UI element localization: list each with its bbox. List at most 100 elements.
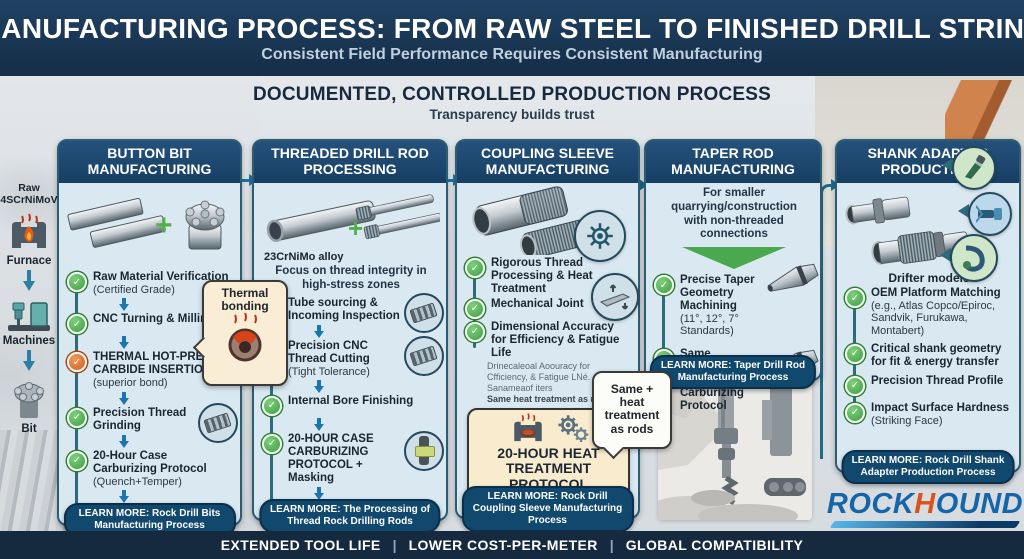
footer-benefit: EXTENDED TOOL LIFE: [220, 537, 381, 553]
furnace-flame-icon: [513, 413, 542, 442]
process-step: ✓ CNC Turning & Milling: [67, 313, 234, 335]
column-title: COUPLING SLEEVE MANUFACTURING: [457, 141, 638, 183]
down-arrow-icon: [119, 489, 129, 503]
page-subtitle: Consistent Field Performance Requires Co…: [261, 45, 763, 63]
check-icon: ✓: [465, 298, 485, 319]
gear-icon: [574, 210, 626, 262]
check-icon: ✓: [465, 321, 485, 342]
process-step: ✓ 20-Hour Case Carburizing Protocol(Quen…: [67, 450, 234, 488]
bit-label: Bit: [21, 423, 37, 436]
footer-separator: |: [609, 537, 614, 553]
process-step: ✓ Critical shank geometry for fit & ener…: [845, 343, 1013, 369]
learn-more-threaded-rods[interactable]: LEARN MORE: The Processing of Thread Roc…: [259, 499, 441, 533]
brand-logo: ROCKHOUND: [826, 490, 1024, 528]
down-arrow-icon: [314, 417, 324, 431]
header-banner: MANUFACTURING PROCESS: FROM RAW STEEL TO…: [0, 0, 1024, 76]
process-step: ✓ Internal Bore Finishing: [262, 395, 440, 416]
alloy-label: 23CrNiMo alloy: [264, 251, 344, 263]
flow-arrowhead: [639, 179, 648, 191]
learn-more-shank-adapter[interactable]: LEARN MORE: Rock Drill Shank Adapter Pro…: [841, 450, 1015, 484]
down-arrow-icon: [314, 324, 324, 338]
process-step: ✓ Raw Material Verification(Certified Gr…: [67, 271, 234, 296]
section-title: DOCUMENTED, CONTROLLED PRODUCTION PROCES…: [252, 84, 772, 105]
column-threaded-rod: THREADED DRILL ROD PROCESSING: [252, 139, 448, 533]
column-title: THREADED DRILL ROD PROCESSING: [254, 141, 446, 183]
down-arrow-icon: [314, 486, 324, 500]
process-step: ✓ Dimensional Accuracy for Efficiency & …: [465, 321, 632, 360]
thread-grinding-icon: [198, 402, 238, 443]
plus-icon: +: [155, 209, 173, 242]
same-heat-label: Same + heat treatment as rods: [604, 382, 660, 436]
pointer-triangle: [942, 158, 953, 172]
process-step: ✓ Precise Taper Geometry Machining(11°, …: [654, 263, 819, 338]
thread-inspection-icon: [404, 292, 444, 333]
coupling-sleeve-hero-image: [465, 185, 632, 259]
flow-connector: [820, 184, 836, 459]
drill-rod-hero-image: +: [262, 185, 442, 257]
brand-text: OUND: [935, 488, 1024, 520]
footer-separator: |: [392, 537, 397, 553]
gears-icon: [557, 415, 588, 443]
column-title: BUTTON BIT MANUFACTURING: [59, 141, 240, 183]
drill-tool-icon: [952, 146, 996, 190]
check-icon: ✓: [67, 407, 87, 428]
column-coupling-sleeve: COUPLING SLEEVE MANUFACTURING: [455, 139, 640, 532]
striker-tool-icon: [968, 192, 1012, 236]
column-taper-rod: TAPER ROD MANUFACTURING For smaller quar…: [644, 139, 822, 412]
column-intro: Focus on thread integrity in high-stress…: [275, 265, 427, 291]
drill-bit-icon: [14, 382, 44, 419]
drifter-models-label: Drifter models: [888, 271, 970, 285]
check-icon: ✓: [465, 258, 485, 278]
thread-cutting-icon: [404, 335, 444, 376]
down-arrow-icon: [119, 391, 129, 405]
step-connector-line: [662, 284, 665, 401]
process-step: ✓ Rigorous Thread Processing & Heat Trea…: [465, 257, 632, 296]
thermal-bonding-label: Thermal bonding: [221, 286, 269, 314]
drill-rig-photo: [658, 370, 812, 520]
furnace-label: Furnace: [6, 255, 52, 268]
process-step: ✓ Tube sourcing & Incoming Inspection: [262, 292, 444, 333]
thermal-bonding-callout: Thermal bonding: [192, 280, 288, 386]
process-steps: ✓ Tube sourcing & Incoming Inspection ✓ …: [262, 292, 444, 528]
column-title: TAPER ROD MANUFACTURING: [646, 141, 820, 183]
check-icon: ✓: [845, 288, 865, 308]
fine-print: Drinecaleoal Aoouracy for Cfficiency, & …: [487, 360, 591, 393]
brand-swoosh: [829, 521, 1021, 528]
process-step: ✓ OEM Platform Matching(e.g., Atlas Copc…: [845, 287, 1013, 337]
learn-more-taper-rod[interactable]: LEARN MORE: Taper Drill Rod Manufacturin…: [649, 355, 817, 389]
machines-label: Machines: [2, 335, 56, 348]
pointer-triangle: [958, 204, 969, 218]
check-icon: ✓: [262, 433, 282, 454]
hook-tool-icon: [950, 234, 998, 282]
step-connector-line: [75, 281, 78, 531]
check-icon: ✓: [262, 395, 282, 416]
process-step: ✓ 20-HOUR CASE CARBURIZING PROTOCOL + Ma…: [262, 430, 444, 485]
thermal-bonding-illustration: [228, 312, 262, 362]
learn-more-coupling-sleeve[interactable]: LEARN MORE: Rock Drill Coupling Sleeve M…: [461, 486, 634, 532]
furnace-icon: [12, 213, 46, 249]
fine-print: Same heat treatment as rods.: [487, 394, 613, 405]
process-steps: ✓ Precise Taper Geometry Machining(11°, …: [654, 263, 819, 413]
down-arrow-icon: [23, 350, 35, 372]
masking-icon: [404, 430, 444, 471]
brand-text: ROCK: [826, 488, 915, 520]
check-icon: ✓: [67, 450, 87, 471]
down-arrow-icon: [119, 336, 129, 350]
process-steps: ✓ OEM Platform Matching(e.g., Atlas Copc…: [845, 287, 1013, 427]
pointer-triangle: [940, 248, 951, 262]
process-step: ✓ Mechanical Joint: [465, 298, 632, 319]
footer-benefit: GLOBAL COMPATIBILITY: [625, 537, 804, 553]
brand-text-accent: H: [914, 488, 936, 520]
down-arrow-icon: [314, 379, 324, 393]
check-icon: ✓: [654, 275, 674, 296]
check-icon: ✓: [67, 272, 87, 292]
column-intro: For smaller quarrying/construction with …: [671, 187, 797, 241]
check-icon: ✓: [845, 375, 865, 396]
check-icon: ✓: [845, 402, 865, 423]
down-arrow-icon: [119, 434, 129, 448]
same-heat-callout: Same + heat treatment as rods: [592, 371, 672, 460]
process-steps: ✓ Rigorous Thread Processing & Heat Trea…: [465, 257, 632, 360]
page-title: MANUFACTURING PROCESS: FROM RAW STEEL TO…: [0, 12, 1024, 44]
raw-material-chain: Raw 4SCrNiMoV Furnace Machines: [0, 182, 58, 435]
